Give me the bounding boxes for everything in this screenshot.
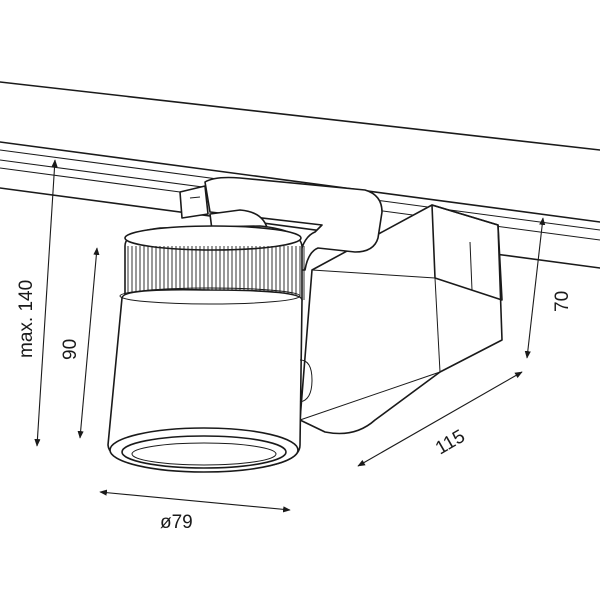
dim-max-height (34, 159, 58, 447)
dim-body-height (77, 247, 100, 439)
label-diameter: ø79 (160, 512, 193, 533)
lens-face (109, 427, 299, 473)
dim-diameter (99, 489, 291, 513)
label-body-height: 90 (60, 339, 81, 360)
mounting-bracket (179, 176, 383, 271)
dim-adapter-height (524, 217, 546, 359)
ceiling-line (0, 81, 600, 151)
label-max-height: max. 140 (16, 280, 37, 358)
label-length: 115 (432, 426, 469, 459)
dim-length (357, 371, 523, 467)
label-adapter-height: 70 (552, 291, 573, 312)
